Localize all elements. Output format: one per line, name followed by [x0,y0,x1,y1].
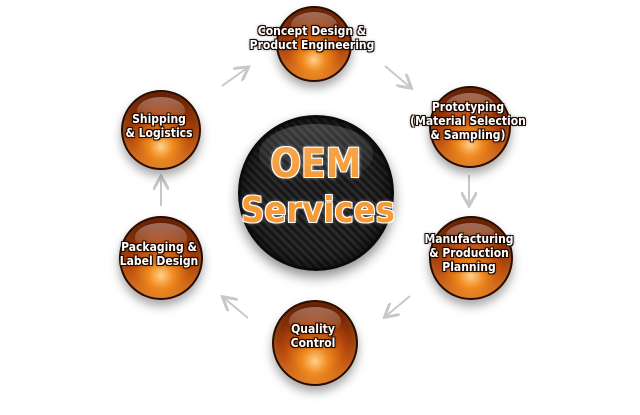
node-circle-shipping [121,90,201,170]
node-label-packaging: Packaging & Label Design [94,240,224,268]
arrow-concept-to-prototyping [384,65,410,87]
center-title-line1: OEM [270,141,362,187]
label-line: (Material Selection [410,114,526,128]
label-line: Label Design [119,254,199,268]
label-line: & Sampling) [430,128,506,142]
label-line: Concept Design & [257,24,367,38]
node-label-concept-design: Concept Design & Product Engineering [232,24,392,52]
label-line: Prototyping [431,100,505,114]
node-label-manufacturing: Manufacturing & Production Planning [399,232,539,274]
label-line: Quality [291,322,335,336]
label-line: Manufacturing [424,232,514,246]
node-circle-packaging [119,216,203,300]
label-line: Planning [442,260,496,274]
node-circle-manufacturing [429,216,513,300]
arrow-shipping-to-concept [221,68,247,87]
label-line: & Logistics [125,126,193,140]
node-label-quality-control: Quality Control [253,322,373,350]
node-circle-quality-control [272,300,358,386]
label-line: & Production [429,246,509,260]
node-label-shipping: Shipping & Logistics [99,112,219,140]
arrow-manufacturing-to-quality [386,295,411,316]
label-line: Packaging & [121,240,197,254]
node-circle-concept-design [276,6,352,82]
label-line: Product Engineering [249,38,375,52]
node-label-prototyping: Prototyping (Material Selection & Sampli… [398,100,538,142]
label-line: Shipping [132,112,186,126]
arrow-quality-to-packaging [224,298,249,319]
center-oem-services-circle: OEM Services [238,115,395,271]
label-line: Control [290,336,336,350]
center-title-line2: Services [241,190,395,231]
node-circle-prototyping [429,86,511,168]
